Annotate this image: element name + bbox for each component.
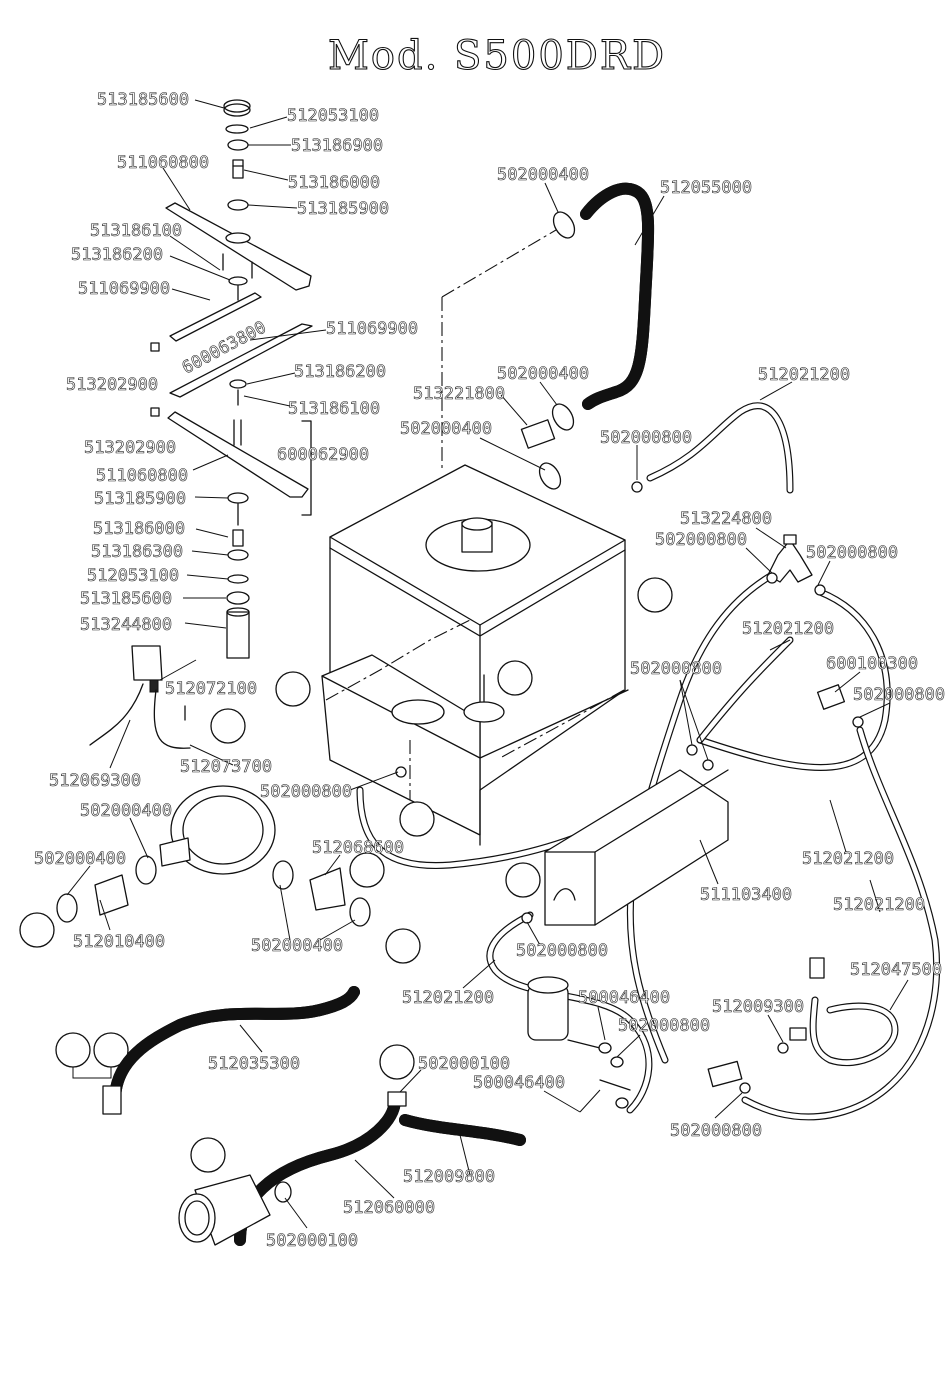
- wash-pump: [56, 785, 371, 927]
- drain-pump-assembly: [178, 1091, 526, 1246]
- part-label-502000400-d: 502000400: [80, 801, 172, 821]
- part-label-600100300: 600100300: [826, 654, 918, 674]
- part-label-513186000-b: 513186000: [93, 519, 185, 539]
- part-label-512009300: 512009300: [712, 997, 804, 1017]
- part-label-512073700: 512073700: [180, 757, 272, 777]
- wash-tank: [321, 464, 629, 846]
- part-label-502000800: 502000800: [600, 428, 692, 448]
- part-label-513186100: 513186100: [90, 221, 182, 241]
- part-label-512053100: 512053100: [287, 106, 379, 126]
- tank-dash-lines: [325, 229, 625, 800]
- part-label-512021200-b: 512021200: [742, 619, 834, 639]
- part-label-502000800-g: 502000800: [516, 941, 608, 961]
- part-label-513224800: 513224800: [680, 509, 772, 529]
- part-label-512072100: 512072100: [165, 679, 257, 699]
- part-label-512021200: 512021200: [758, 365, 850, 385]
- callout-circles: [19, 577, 673, 1173]
- part-label-502000100-b: 502000100: [266, 1231, 358, 1251]
- boiler: [544, 769, 729, 926]
- part-label-502000400-e: 502000400: [34, 849, 126, 869]
- part-label-502000400-c: 502000400: [400, 419, 492, 439]
- spray-arm-leaders: [162, 99, 327, 629]
- part-label-511060800: 511060800: [117, 153, 209, 173]
- part-label-502000800-h: 502000800: [618, 1016, 710, 1036]
- part-label-512035300: 512035300: [208, 1054, 300, 1074]
- part-label-512010400: 512010400: [73, 932, 165, 952]
- part-label-512055000: 512055000: [660, 178, 752, 198]
- part-label-502000400-f: 502000400: [251, 936, 343, 956]
- part-label-500046400: 500046400: [578, 988, 670, 1008]
- spray-arm-assembly: [150, 99, 313, 659]
- part-label-511103400: 511103400: [700, 885, 792, 905]
- part-label-513185900-b: 513185900: [94, 489, 186, 509]
- part-label-513221800: 513221800: [413, 384, 505, 404]
- part-label-502000800-b: 502000800: [655, 530, 747, 550]
- part-label-502000400-b: 502000400: [497, 364, 589, 384]
- part-label-502000400: 502000400: [497, 165, 589, 185]
- part-label-502000100: 502000100: [418, 1054, 510, 1074]
- part-label-502000800-c: 502000800: [806, 543, 898, 563]
- part-label-513185600-b: 513185600: [80, 589, 172, 609]
- part-label-511060800-b: 511060800: [96, 466, 188, 486]
- part-label-511069900-b: 511069900: [326, 319, 418, 339]
- part-label-512060000: 512060000: [343, 1198, 435, 1218]
- upper-rinse-hose: [520, 182, 655, 490]
- part-label-502000800-i: 502000800: [670, 1121, 762, 1141]
- part-label-512053100-b: 512053100: [87, 566, 179, 586]
- part-label-512021200-e: 512021200: [402, 988, 494, 1008]
- part-label-513202900-b: 513202900: [84, 438, 176, 458]
- part-label-502000800-f: 502000800: [260, 782, 352, 802]
- drain-hose: [72, 986, 360, 1115]
- part-label-513186200: 513186200: [71, 245, 163, 265]
- part-leaders: [66, 182, 909, 1229]
- part-label-513202900: 513202900: [66, 375, 158, 395]
- part-label-513244800: 513244800: [80, 615, 172, 635]
- part-label-513185900: 513185900: [297, 199, 389, 219]
- dosing-pump: [527, 976, 631, 1109]
- part-label-512009800: 512009800: [403, 1167, 495, 1187]
- part-label-511069900: 511069900: [78, 279, 170, 299]
- part-label-512068600: 512068600: [312, 838, 404, 858]
- part-label-502000800-e: 502000800: [853, 685, 945, 705]
- part-label-512069300: 512069300: [49, 771, 141, 791]
- part-label-513186900: 513186900: [291, 136, 383, 156]
- switch-and-cable: [89, 645, 191, 749]
- part-label-500046400-b: 500046400: [473, 1073, 565, 1093]
- diagram-title: Mod. S500DRD: [328, 33, 666, 79]
- part-label-512047500: 512047500: [850, 960, 942, 980]
- part-label-513185600: 513185600: [97, 90, 189, 110]
- part-label-512021200-d: 512021200: [833, 895, 925, 915]
- part-label-600062900: 600062900: [277, 445, 369, 465]
- part-label-513186100-b: 513186100: [288, 399, 380, 419]
- part-label-513186000: 513186000: [288, 173, 380, 193]
- hose-clamps: [395, 481, 864, 1094]
- part-label-513186300: 513186300: [91, 542, 183, 562]
- part-label-513186200-b: 513186200: [294, 362, 386, 382]
- part-label-502000800-d: 502000800: [630, 659, 722, 679]
- part-label-512021200-c: 512021200: [802, 849, 894, 869]
